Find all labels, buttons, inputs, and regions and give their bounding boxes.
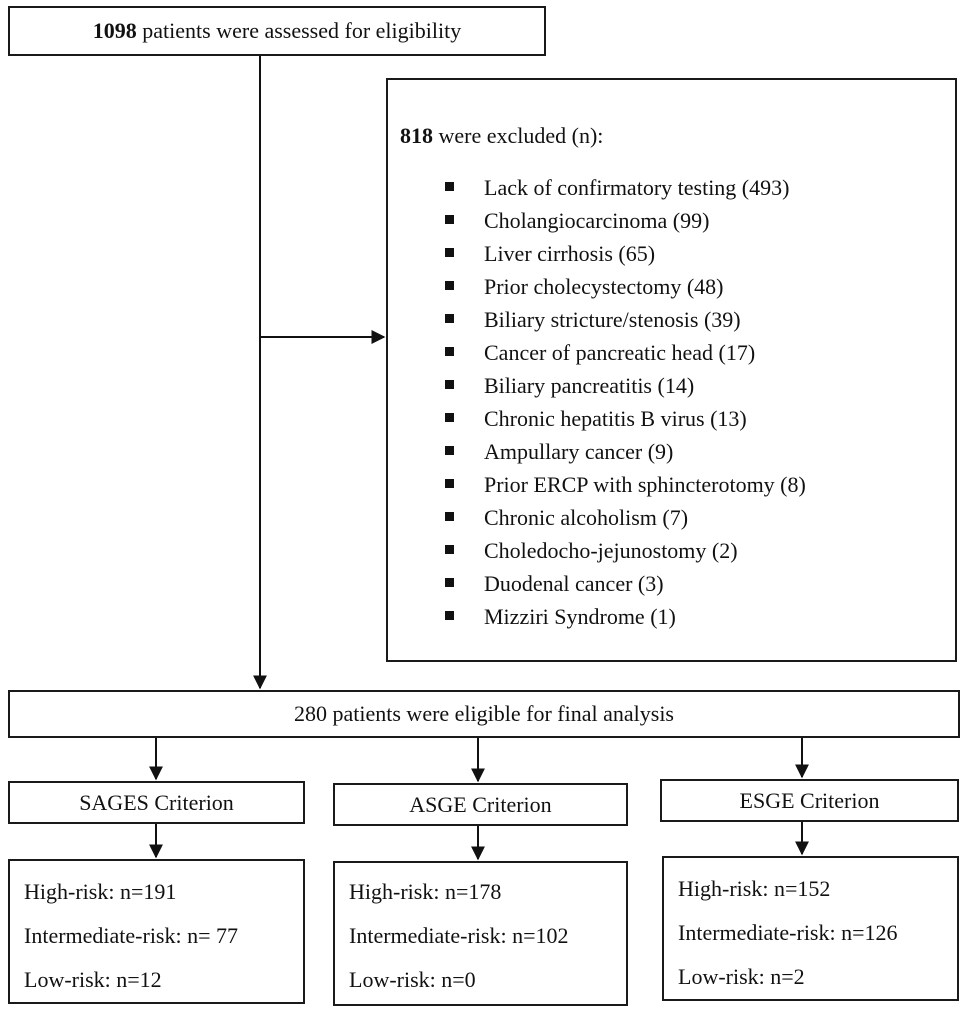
asge-criterion-box: ASGE Criterion (333, 783, 628, 826)
bullet-square-icon (445, 413, 454, 422)
bullet-square-icon (445, 446, 454, 455)
bullet-square-icon (445, 479, 454, 488)
criterion-name: ASGE Criterion (409, 791, 552, 817)
intermediate-risk-count: Intermediate-risk: n= 77 (24, 923, 239, 948)
intermediate-risk-count: Intermediate-risk: n=102 (349, 923, 569, 948)
low-risk-count: Low-risk: n=2 (678, 964, 805, 989)
assessed-box: 1098 patients were assessed for eligibil… (8, 6, 546, 56)
bullet-square-icon (445, 512, 454, 521)
assessed-text: patients were assessed for eligibility (142, 18, 462, 43)
excluded-heading: 818 were excluded (n): (400, 125, 603, 147)
low-risk-count: Low-risk: n=12 (24, 967, 162, 992)
asge-results-box: High-risk: n=178 Intermediate-risk: n=10… (333, 861, 628, 1006)
eligible-text: 280 patients were eligible for final ana… (294, 701, 674, 726)
bullet-square-icon (445, 611, 454, 620)
low-risk-count: Low-risk: n=0 (349, 967, 476, 992)
high-risk-count: High-risk: n=191 (24, 879, 177, 904)
criterion-name: SAGES Criterion (79, 789, 234, 815)
bullet-square-icon (445, 380, 454, 389)
bullet-square-icon (445, 545, 454, 554)
sages-criterion-box: SAGES Criterion (8, 781, 305, 824)
esge-criterion-box: ESGE Criterion (660, 779, 959, 822)
sages-results-box: High-risk: n=191 Intermediate-risk: n= 7… (8, 859, 305, 1004)
bullet-square-icon (445, 281, 454, 290)
criterion-name: ESGE Criterion (739, 787, 880, 813)
esge-results-box: High-risk: n=152 Intermediate-risk: n=12… (662, 856, 959, 1001)
bullet-square-icon (445, 248, 454, 257)
eligible-box: 280 patients were eligible for final ana… (8, 690, 960, 738)
high-risk-count: High-risk: n=152 (678, 876, 831, 901)
intermediate-risk-count: Intermediate-risk: n=126 (678, 920, 898, 945)
high-risk-count: High-risk: n=178 (349, 879, 502, 904)
bullet-square-icon (445, 182, 454, 191)
bullet-square-icon (445, 314, 454, 323)
excluded-box: 818 were excluded (n): Lack of confirmat… (386, 78, 957, 662)
bullet-square-icon (445, 578, 454, 587)
bullet-square-icon (445, 347, 454, 356)
excluded-count: 818 (400, 123, 433, 148)
bullet-square-icon (445, 215, 454, 224)
assessed-count: 1098 (92, 18, 137, 43)
excluded-text: were excluded (n): (438, 123, 604, 148)
